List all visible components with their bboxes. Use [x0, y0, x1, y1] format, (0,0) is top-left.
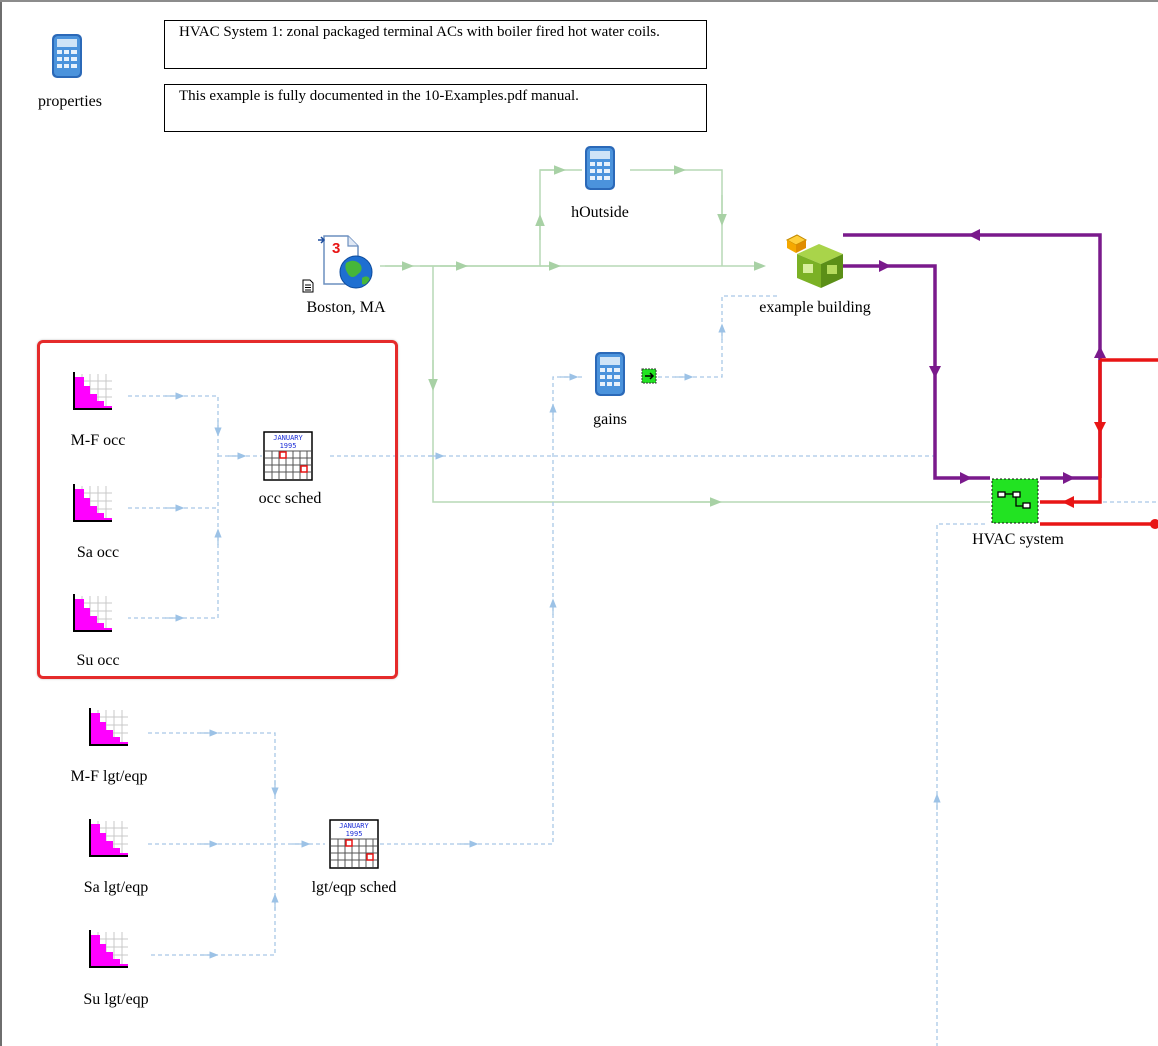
mf-occ-label: M-F occ	[70, 432, 126, 449]
svg-text:JANUARY: JANUARY	[339, 822, 369, 830]
mf-lgt-profile-icon[interactable]	[89, 707, 129, 747]
properties-label: properties	[38, 93, 102, 110]
sa-lgt-profile-icon[interactable]	[89, 818, 129, 858]
sa-occ-label: Sa occ	[76, 544, 120, 561]
window-frame-top	[0, 0, 1158, 2]
air-loop-arrows	[879, 229, 1106, 484]
occupancy-highlight-box	[37, 340, 398, 679]
occ-sched-label: occ sched	[258, 490, 322, 507]
weather-links	[380, 165, 990, 507]
gains-label: gains	[593, 411, 627, 428]
weather-badge: 3	[332, 240, 340, 257]
control-arrows	[165, 323, 941, 959]
weather-label: Boston, MA	[306, 299, 386, 316]
window-frame-left	[0, 0, 2, 1046]
svg-text:JANUARY: JANUARY	[273, 434, 303, 442]
su-lgt-profile-icon[interactable]	[89, 929, 129, 969]
sa-lgt-label: Sa lgt/eqp	[83, 879, 149, 896]
weather-link-hvac	[432, 266, 990, 503]
properties-calculator-icon[interactable]	[52, 34, 82, 78]
weather-link-houtside	[380, 169, 582, 267]
building-icon[interactable]	[785, 234, 843, 288]
occ-sched-calendar-icon[interactable]: JANUARY 1995	[263, 431, 313, 481]
mf-lgt-label: M-F lgt/eqp	[70, 768, 148, 785]
su-lgt-label: Su lgt/eqp	[83, 991, 149, 1008]
lgt-sched-calendar-icon[interactable]: JANUARY 1995	[329, 819, 379, 869]
water-loop	[1040, 358, 1158, 526]
manual-reference-note[interactable]: This example is fully documented in the …	[164, 84, 707, 132]
water-loop-arrows	[1062, 422, 1158, 529]
weather-file-icon	[302, 279, 314, 293]
hvac-system-icon[interactable]	[991, 478, 1039, 524]
hvac-label: HVAC system	[972, 531, 1064, 548]
building-label: example building	[759, 299, 871, 316]
gains-calculator-icon[interactable]	[595, 352, 625, 396]
air-loop	[843, 233, 1102, 480]
houtside-label: hOutside	[571, 204, 629, 221]
houtside-calculator-icon[interactable]	[585, 146, 615, 190]
su-occ-label: Su occ	[76, 652, 120, 669]
weather-globe-icon[interactable]: 3	[318, 235, 373, 289]
svg-text:1995: 1995	[280, 442, 297, 450]
svg-text:1995: 1995	[346, 830, 363, 838]
system-description-note[interactable]: HVAC System 1: zonal packaged terminal A…	[164, 20, 707, 69]
gains-output-port	[641, 368, 657, 384]
lgt-sched-label: lgt/eqp sched	[311, 879, 397, 896]
